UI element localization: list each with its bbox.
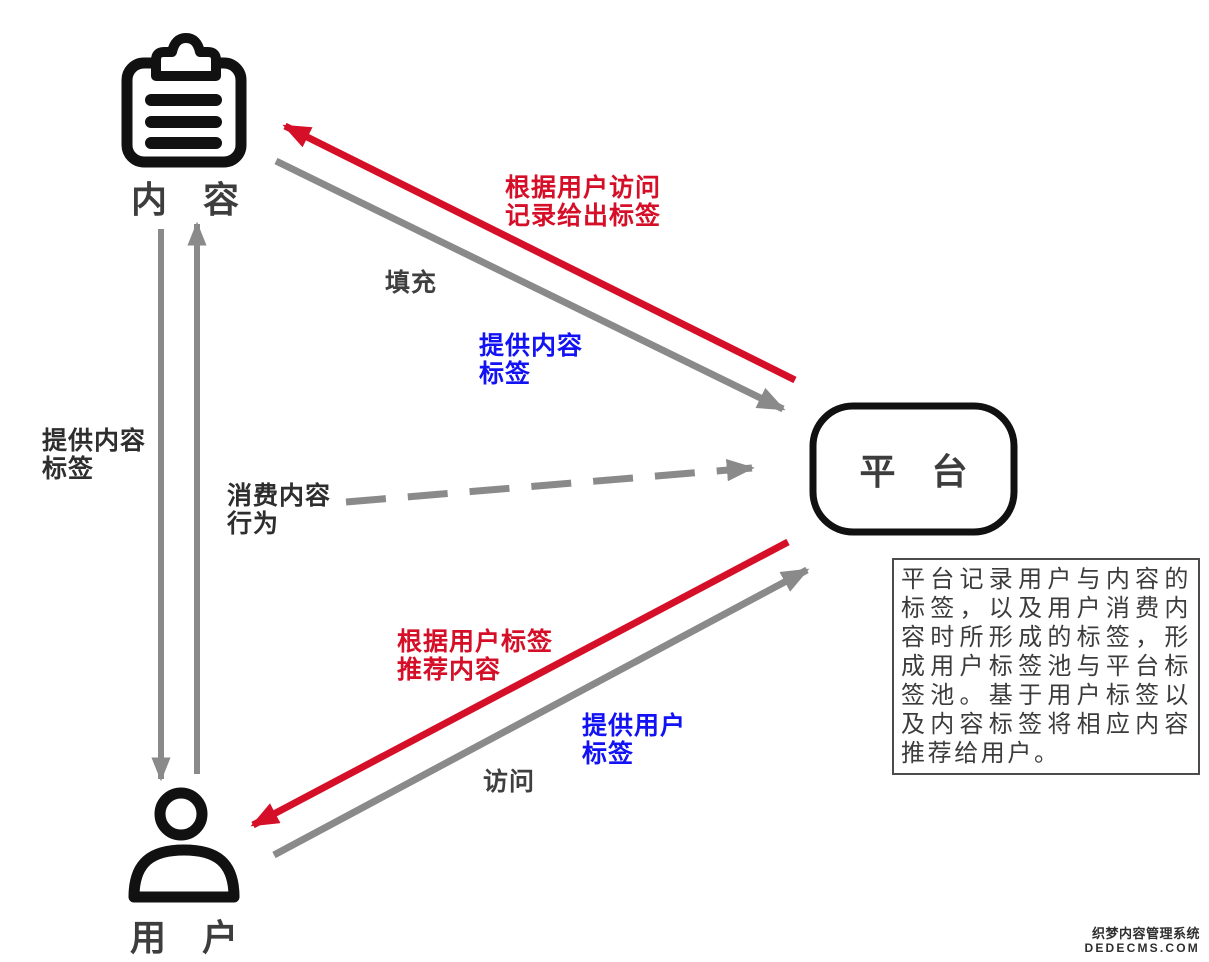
label-visit: 访问 (483, 768, 536, 796)
arrow-platform-to-content-red (282, 122, 797, 384)
arrow-consume-dashed (345, 458, 755, 506)
arrow-user-to-platform (272, 566, 810, 859)
label-provide-content-tags-blue: 提供内容 标签 (479, 332, 584, 388)
watermark-line1: 织梦内容管理系统 (1091, 926, 1200, 941)
platform-note-box: 平台记录用户与内容的标签，以及用户消费内容时所形成的标签，形成用户标签池与平台标… (892, 558, 1200, 775)
label-tags-from-visits: 根据用户访问 记录给出标签 (505, 174, 662, 230)
user-node-label: 用 户 (129, 917, 238, 958)
arrow-platform-to-user-red (250, 538, 790, 829)
watermark-line2: DEDECMS.COM (1084, 941, 1200, 955)
clipboard-icon (121, 33, 247, 168)
watermark: 织梦内容管理系统 DEDECMS.COM (1084, 926, 1200, 956)
label-fill: 填充 (385, 269, 438, 297)
label-provide-user-tags: 提供用户 标签 (582, 712, 687, 768)
label-provide-content-tags-left: 提供内容 标签 (42, 427, 147, 483)
label-consume-behavior: 消费内容 行为 (227, 482, 332, 538)
label-recommend-by-user-tags: 根据用户标签 推荐内容 (397, 628, 554, 684)
content-node-label: 内 容 (130, 179, 239, 220)
person-icon (128, 787, 240, 903)
platform-node-label: 平 台 (859, 451, 968, 492)
platform-node (809, 402, 1018, 536)
arrow-content-to-platform (274, 157, 786, 413)
